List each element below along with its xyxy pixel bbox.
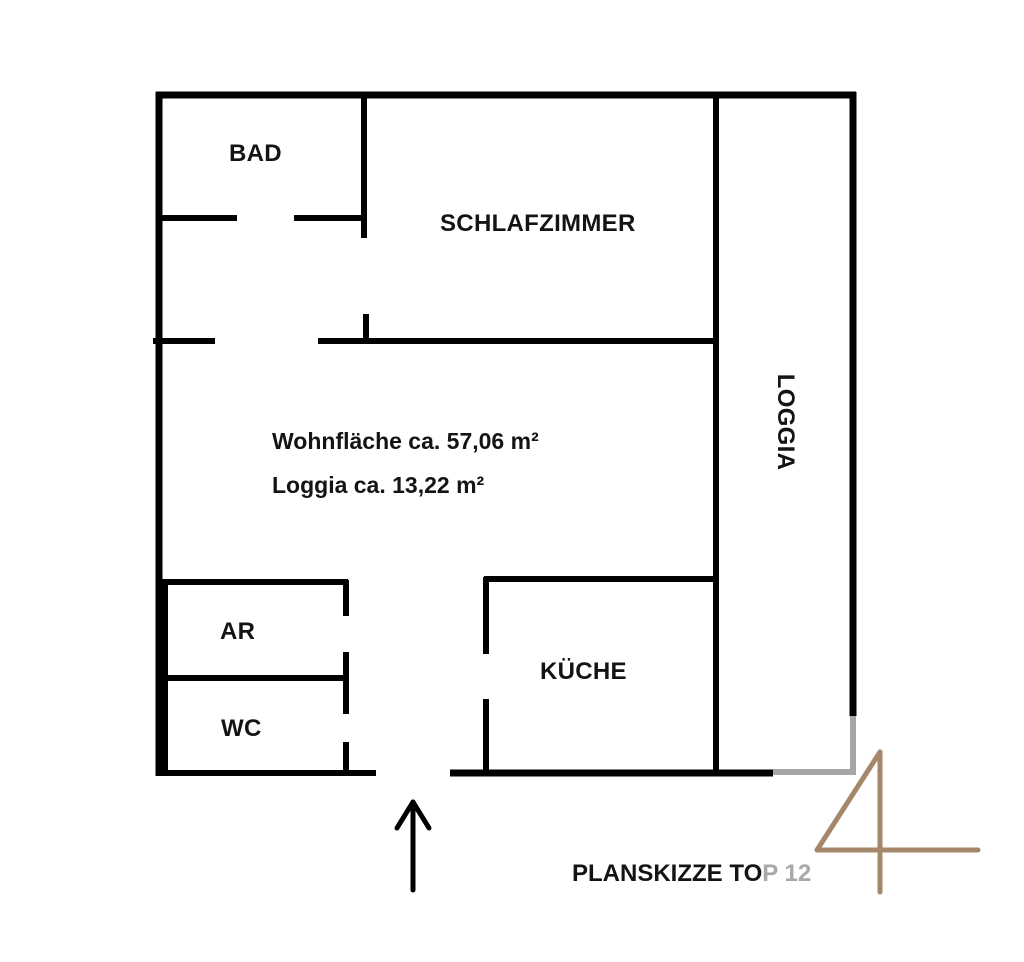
plan-title: PLANSKIZZE TOP 12 xyxy=(572,862,811,886)
walls xyxy=(153,91,857,777)
area-label-wohnflaeche: Wohnfläche ca. 57,06 m² xyxy=(272,428,539,454)
loggia-corner-faded xyxy=(773,716,856,775)
plan-title-dark: PLANSKIZZE TO xyxy=(572,860,763,887)
plan-title-faded: P 12 xyxy=(762,860,812,887)
number-four-logo-icon xyxy=(814,749,981,895)
room-label-kueche: KÜCHE xyxy=(540,658,627,685)
room-label-wc: WC xyxy=(221,715,262,742)
room-label-schlafzimmer: SCHLAFZIMMER xyxy=(440,210,636,237)
room-label-ar: AR xyxy=(220,618,256,645)
room-label-bad: BAD xyxy=(229,140,282,167)
arrow-up-icon xyxy=(394,799,432,893)
area-label-loggia: Loggia ca. 13,22 m² xyxy=(272,472,485,498)
room-label-loggia: LOGGIA xyxy=(772,373,799,471)
